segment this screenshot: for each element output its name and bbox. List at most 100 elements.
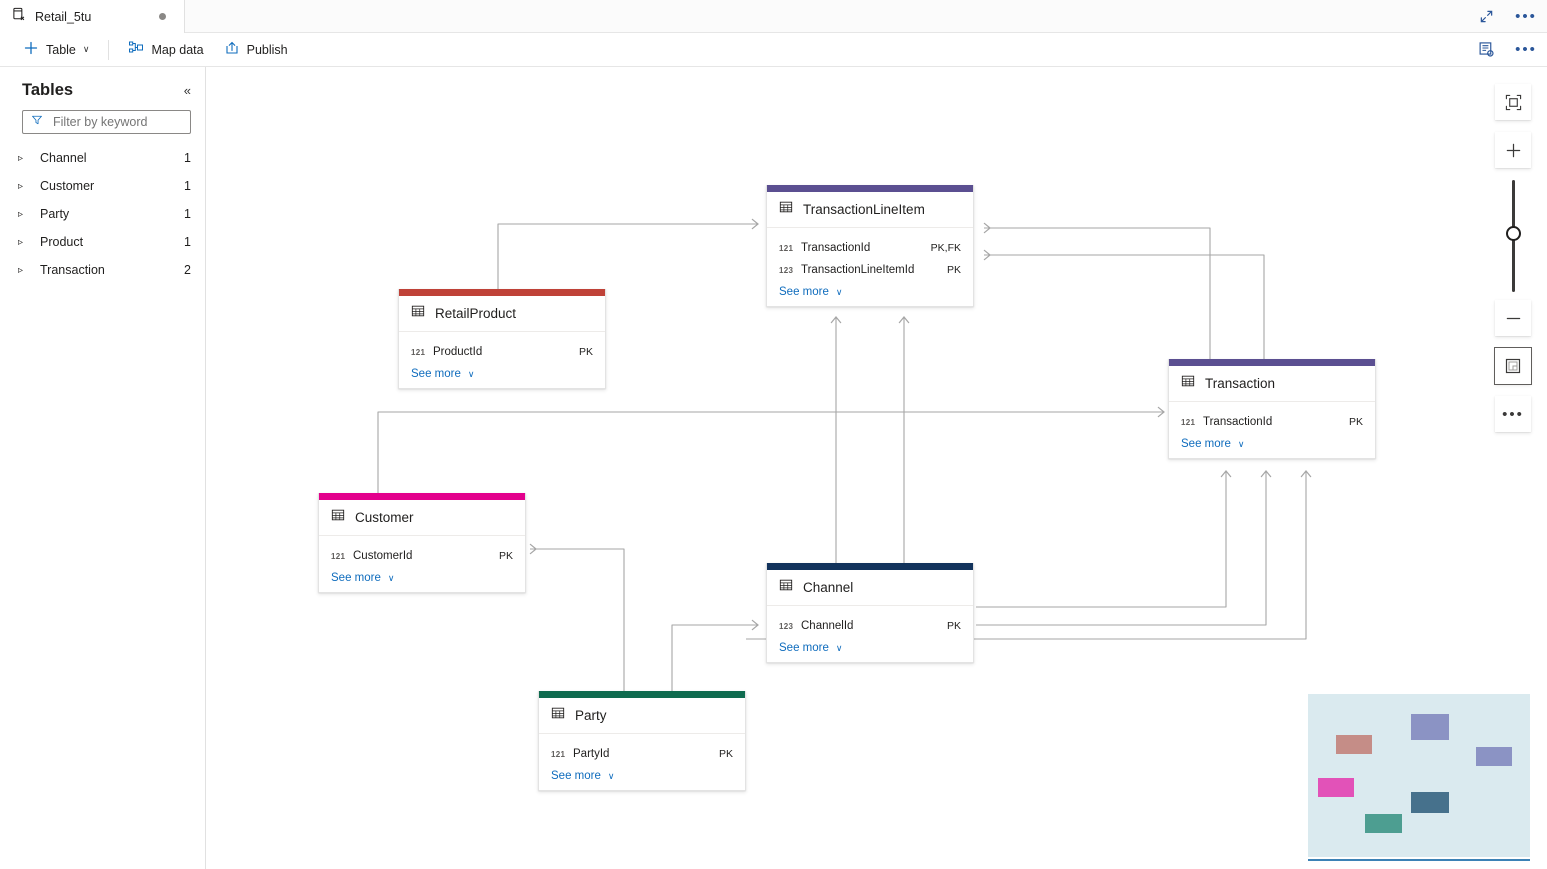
map-data-button[interactable]: Map data bbox=[119, 36, 212, 64]
sidebar-item-count: 1 bbox=[184, 179, 191, 193]
tab-strip: Retail_5tu ••• bbox=[0, 0, 1547, 33]
field-key-badge: PK bbox=[946, 620, 961, 632]
entity-header[interactable]: Transaction bbox=[1169, 366, 1375, 402]
chevron-right-icon[interactable]: ▹ bbox=[18, 236, 24, 248]
filter-input-wrapper[interactable] bbox=[22, 110, 191, 134]
see-more-button[interactable]: See more∨ bbox=[779, 286, 961, 298]
sidebar-item-count: 2 bbox=[184, 263, 191, 277]
entity-header[interactable]: Party bbox=[539, 698, 745, 734]
see-more-button[interactable]: See more∨ bbox=[331, 572, 513, 584]
chevron-right-icon[interactable]: ▹ bbox=[18, 264, 24, 276]
field-name: ProductId bbox=[433, 346, 483, 358]
field-key-badge: PK bbox=[578, 346, 593, 358]
see-more-button[interactable]: See more∨ bbox=[1181, 438, 1363, 450]
see-more-label: See more bbox=[779, 642, 829, 654]
tab-retail-5tu[interactable]: Retail_5tu bbox=[0, 0, 185, 33]
plus-icon bbox=[23, 40, 39, 59]
sidebar-title: Tables bbox=[22, 81, 74, 99]
zoom-in-button[interactable] bbox=[1495, 132, 1531, 168]
unsaved-indicator-dot bbox=[159, 13, 166, 20]
zoom-toolbar: ••• bbox=[1494, 84, 1532, 444]
publish-button[interactable]: Publish bbox=[215, 36, 297, 64]
entity-color-bar bbox=[1169, 359, 1375, 366]
field-key-badge: PK bbox=[718, 748, 733, 760]
zoom-slider-handle[interactable] bbox=[1506, 226, 1521, 241]
entity-header[interactable]: TransactionLineItem bbox=[767, 192, 973, 228]
publish-upload-icon bbox=[224, 40, 240, 59]
add-table-label: Table bbox=[46, 42, 76, 57]
canvas-overflow-menu-button[interactable]: ••• bbox=[1515, 40, 1537, 58]
collapse-sidebar-icon[interactable]: « bbox=[183, 83, 191, 98]
sidebar-item-label: Party bbox=[40, 207, 70, 221]
see-more-button[interactable]: See more∨ bbox=[551, 770, 733, 782]
minimap[interactable] bbox=[1308, 694, 1530, 861]
see-more-label: See more bbox=[779, 286, 829, 298]
fit-to-screen-icon[interactable] bbox=[1495, 84, 1531, 120]
entity-header[interactable]: Channel bbox=[767, 570, 973, 606]
relationship-connectors bbox=[377, 218, 1312, 691]
table-icon bbox=[331, 508, 345, 527]
table-icon bbox=[411, 304, 425, 323]
database-icon bbox=[12, 7, 27, 27]
add-table-button[interactable]: Table ∨ bbox=[14, 36, 98, 64]
see-more-label: See more bbox=[1181, 438, 1231, 450]
field-name: CustomerId bbox=[353, 550, 413, 562]
zoom-out-button[interactable] bbox=[1495, 300, 1531, 336]
field-name: TransactionId bbox=[801, 242, 871, 254]
expand-diagonal-icon[interactable] bbox=[1473, 4, 1499, 30]
map-data-label: Map data bbox=[151, 42, 204, 57]
chevron-down-icon: ∨ bbox=[607, 770, 615, 781]
chevron-right-icon[interactable]: ▹ bbox=[18, 152, 24, 164]
table-icon bbox=[779, 578, 793, 597]
sidebar-item-count: 1 bbox=[184, 207, 191, 221]
zoom-slider[interactable] bbox=[1495, 180, 1531, 292]
entity-title: TransactionLineItem bbox=[803, 202, 925, 217]
list-settings-icon[interactable] bbox=[1473, 36, 1499, 62]
entity-header[interactable]: RetailProduct bbox=[399, 296, 605, 332]
sidebar-item-count: 1 bbox=[184, 151, 191, 165]
command-bar: Table ∨ Map data Publish bbox=[0, 33, 1547, 67]
sidebar-item-label: Customer bbox=[40, 179, 95, 193]
filter-input[interactable] bbox=[51, 114, 182, 130]
canvas-more-options-button[interactable]: ••• bbox=[1495, 396, 1531, 432]
filter-icon bbox=[31, 113, 43, 131]
map-data-icon bbox=[128, 40, 144, 59]
see-more-button[interactable]: See more∨ bbox=[779, 642, 961, 654]
minimap-entity-rect bbox=[1476, 747, 1512, 766]
entity-header[interactable]: Customer bbox=[319, 500, 525, 536]
chevron-right-icon[interactable]: ▹ bbox=[18, 208, 24, 220]
minimap-entity-rect bbox=[1318, 778, 1354, 797]
field-key-badge: PK bbox=[498, 550, 513, 562]
minimap-entity-rect bbox=[1336, 735, 1372, 754]
minimap-viewport-edge bbox=[1308, 859, 1530, 861]
entity-color-bar bbox=[767, 563, 973, 570]
see-more-button[interactable]: See more∨ bbox=[411, 368, 593, 380]
sidebar-item-party[interactable]: ▹ Party 1 bbox=[0, 200, 205, 228]
minimap-entity-rect bbox=[1411, 714, 1449, 740]
sidebar-item-customer[interactable]: ▹ Customer 1 bbox=[0, 172, 205, 200]
field-key-badge: PK bbox=[1348, 416, 1363, 428]
window-overflow-menu-button[interactable]: ••• bbox=[1515, 8, 1537, 25]
minimap-toggle-button[interactable] bbox=[1494, 347, 1532, 385]
field-key-badge: PK bbox=[946, 264, 961, 276]
table-icon bbox=[551, 706, 565, 725]
chevron-right-icon[interactable]: ▹ bbox=[18, 180, 24, 192]
